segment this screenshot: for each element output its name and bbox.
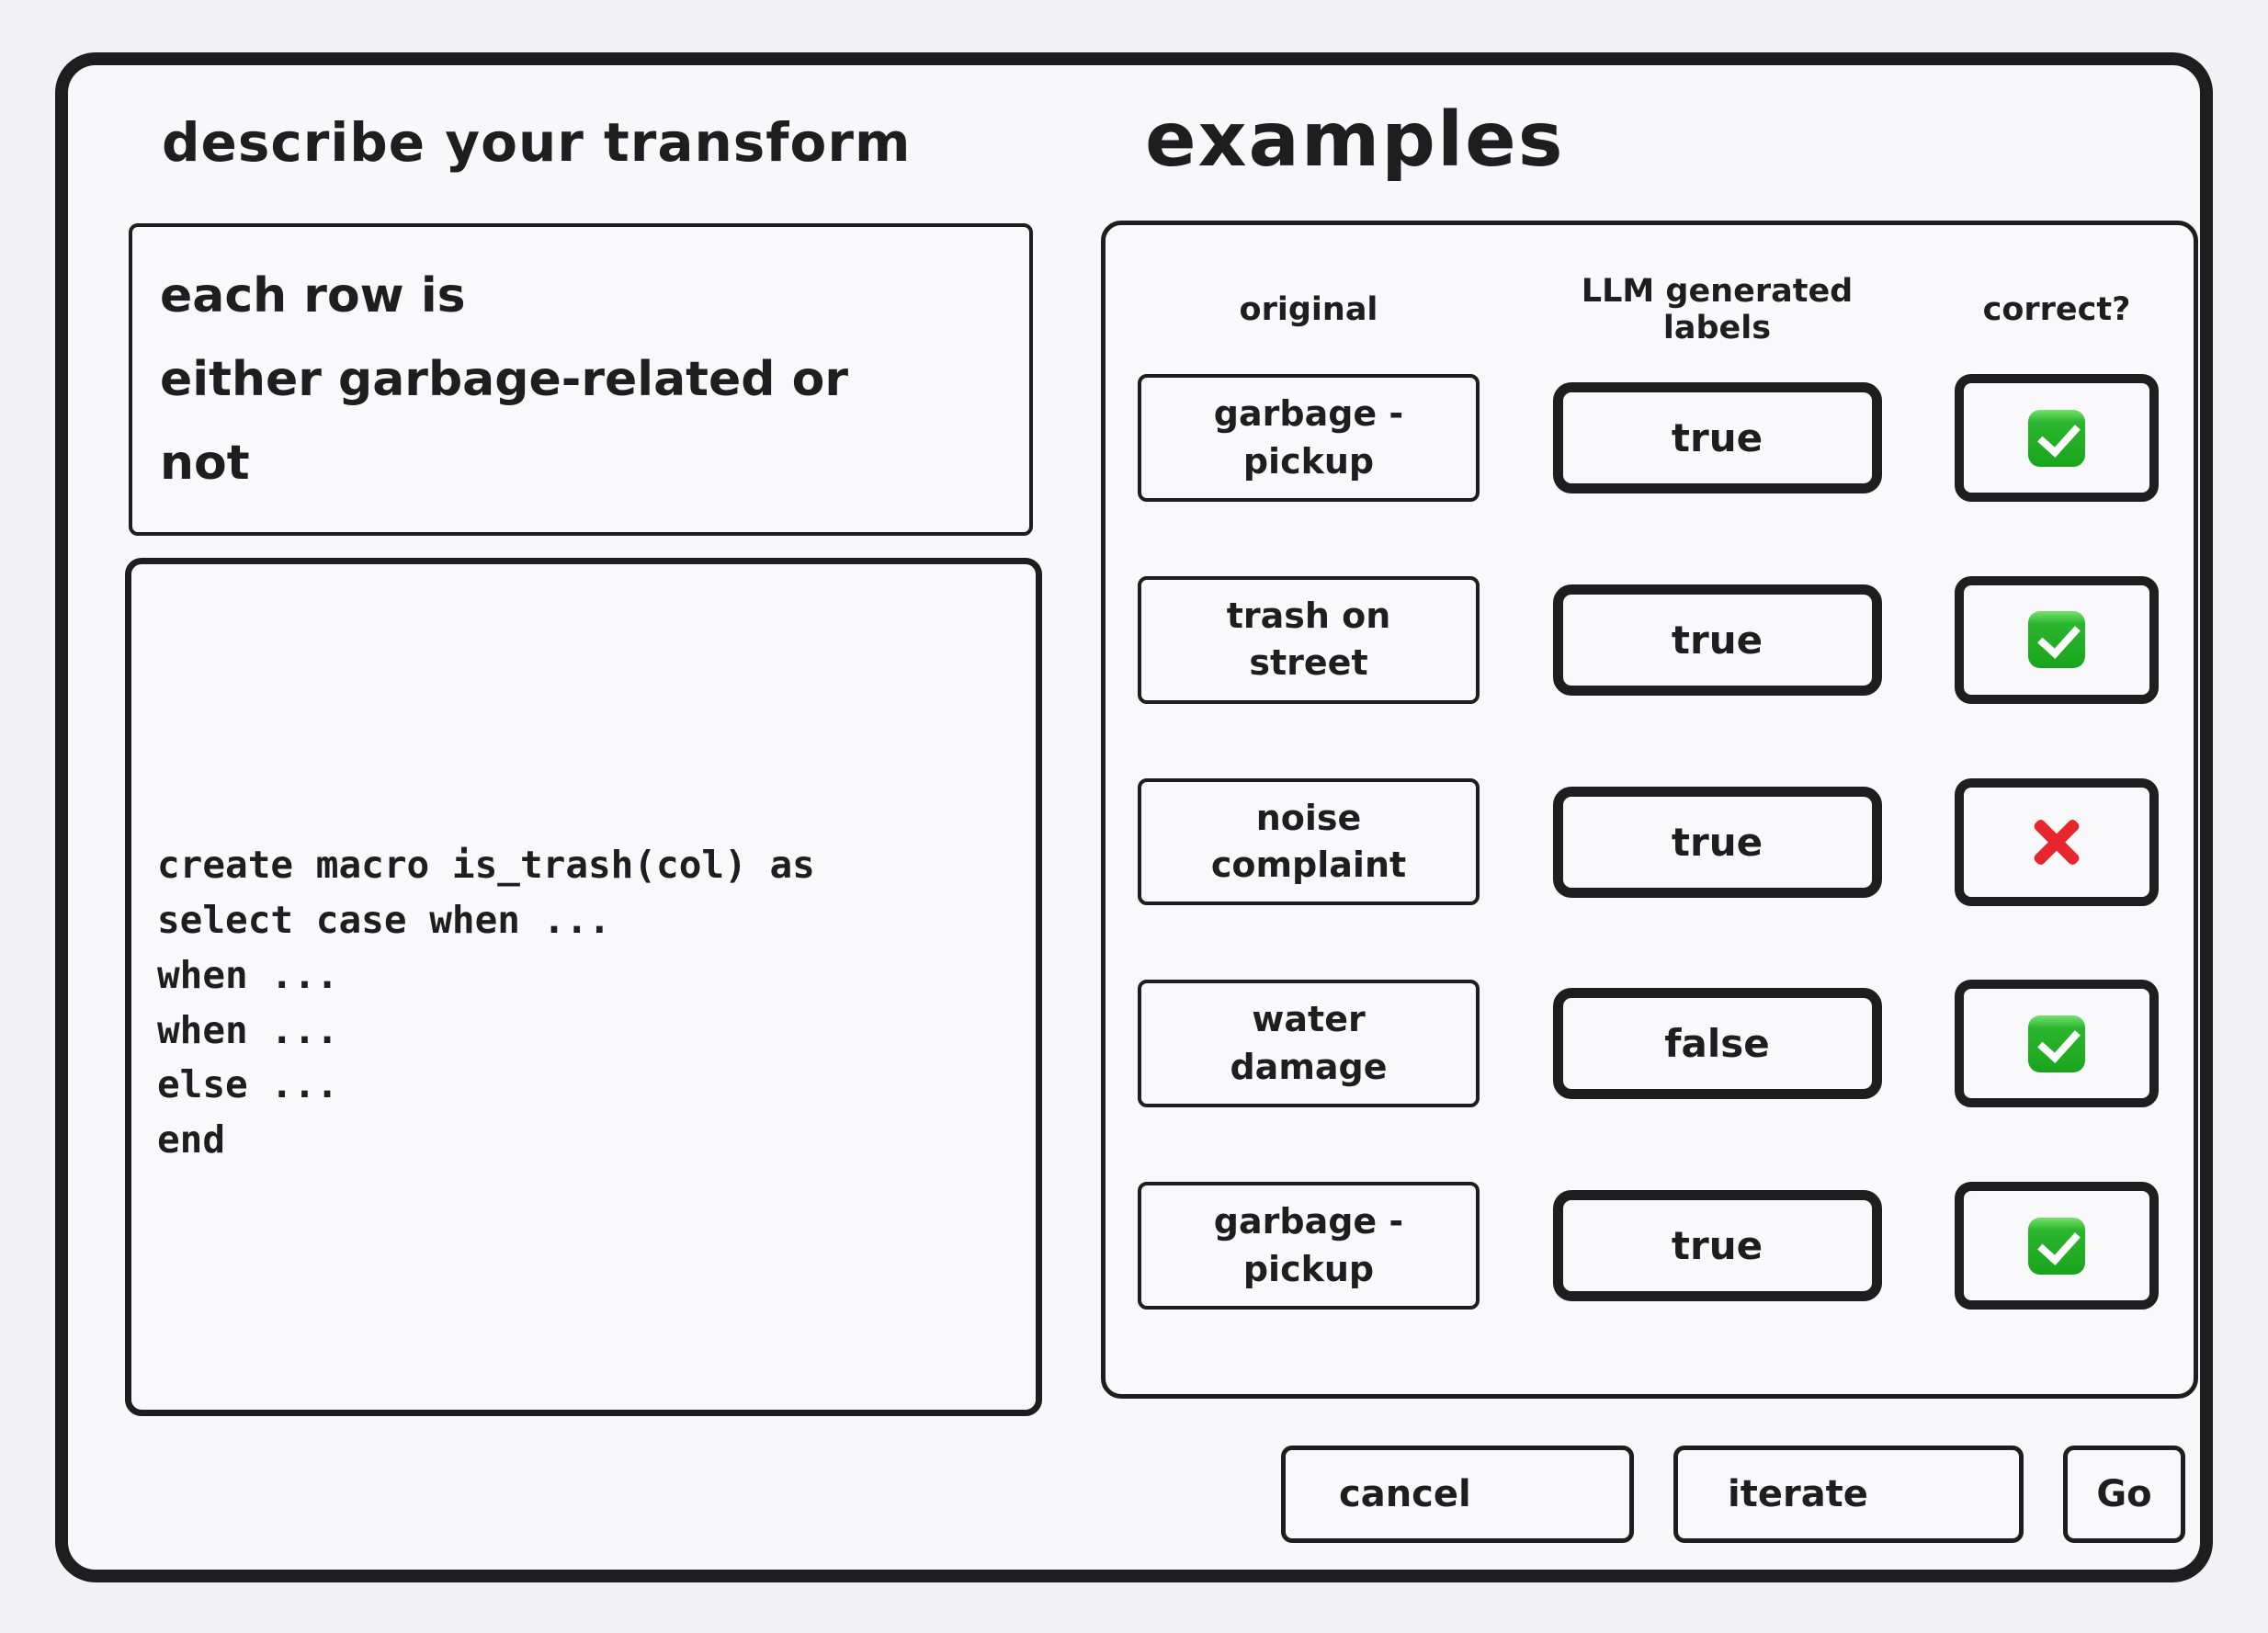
original-value-box: noise complaint [1138, 777, 1480, 906]
examples-rows: garbage - pickup true trash on street tr… [1138, 374, 2159, 1310]
table-row: trash on street true [1138, 575, 2159, 704]
table-row: water damage false [1138, 980, 2159, 1108]
original-value: garbage - pickup [1213, 393, 1404, 482]
transform-description-text: each row is either garbage-related or no… [160, 267, 848, 491]
examples-panel: original LLM generated labels correct? g… [1101, 221, 2198, 1399]
examples-header-row: original LLM generated labels correct? [1138, 273, 2159, 346]
llm-label-box: true [1552, 584, 1882, 696]
transform-section-title: describe your transform [162, 111, 912, 174]
column-header-llm-labels: LLM generated labels [1581, 273, 1854, 346]
correct-toggle[interactable] [1955, 575, 2159, 704]
cancel-button[interactable]: cancel [1281, 1446, 1634, 1543]
llm-label-box: true [1552, 1190, 1882, 1301]
correct-toggle[interactable] [1955, 980, 2159, 1108]
original-value: trash on street [1226, 595, 1391, 684]
go-button-label: Go [2096, 1473, 2152, 1515]
original-value-box: water damage [1138, 980, 1480, 1108]
original-value-box: garbage - pickup [1138, 374, 1480, 502]
check-icon [2028, 1217, 2085, 1275]
action-bar: cancel iterate Go [1281, 1446, 2185, 1543]
column-header-original: original [1239, 291, 1378, 328]
correct-toggle[interactable] [1955, 777, 2159, 906]
check-icon [2028, 409, 2085, 467]
generated-code-editor[interactable]: create macro is_trash(col) as select cas… [125, 558, 1042, 1416]
original-value-box: garbage - pickup [1138, 1182, 1480, 1310]
iterate-button-label: iterate [1728, 1473, 1868, 1515]
column-header-correct: correct? [1982, 291, 2131, 328]
table-row: garbage - pickup true [1138, 374, 2159, 502]
original-value: noise complaint [1210, 797, 1407, 885]
llm-label-box: false [1552, 988, 1882, 1100]
examples-section-title: examples [1145, 96, 1565, 184]
cancel-button-label: cancel [1339, 1473, 1471, 1515]
generated-code-text: create macro is_trash(col) as select cas… [157, 843, 815, 1162]
table-row: garbage - pickup true [1138, 1182, 2159, 1310]
table-row: noise complaint true [1138, 777, 2159, 906]
correct-toggle[interactable] [1955, 1182, 2159, 1310]
go-button[interactable]: Go [2063, 1446, 2185, 1543]
original-value: garbage - pickup [1213, 1201, 1404, 1289]
llm-label-value: true [1671, 1223, 1763, 1268]
iterate-button[interactable]: iterate [1673, 1446, 2024, 1543]
llm-label-value: true [1671, 415, 1763, 460]
check-icon [2028, 1015, 2085, 1072]
llm-label-value: false [1664, 1021, 1770, 1067]
llm-label-box: true [1552, 786, 1882, 898]
check-icon [2028, 611, 2085, 669]
original-value: water damage [1230, 999, 1388, 1087]
llm-label-value: true [1671, 617, 1763, 663]
llm-label-value: true [1671, 819, 1763, 865]
correct-toggle[interactable] [1955, 374, 2159, 502]
app-window: describe your transform each row is eith… [55, 52, 2213, 1582]
cross-icon [2026, 811, 2087, 872]
original-value-box: trash on street [1138, 575, 1480, 704]
llm-label-box: true [1552, 382, 1882, 493]
transform-description-input[interactable]: each row is either garbage-related or no… [129, 223, 1033, 536]
